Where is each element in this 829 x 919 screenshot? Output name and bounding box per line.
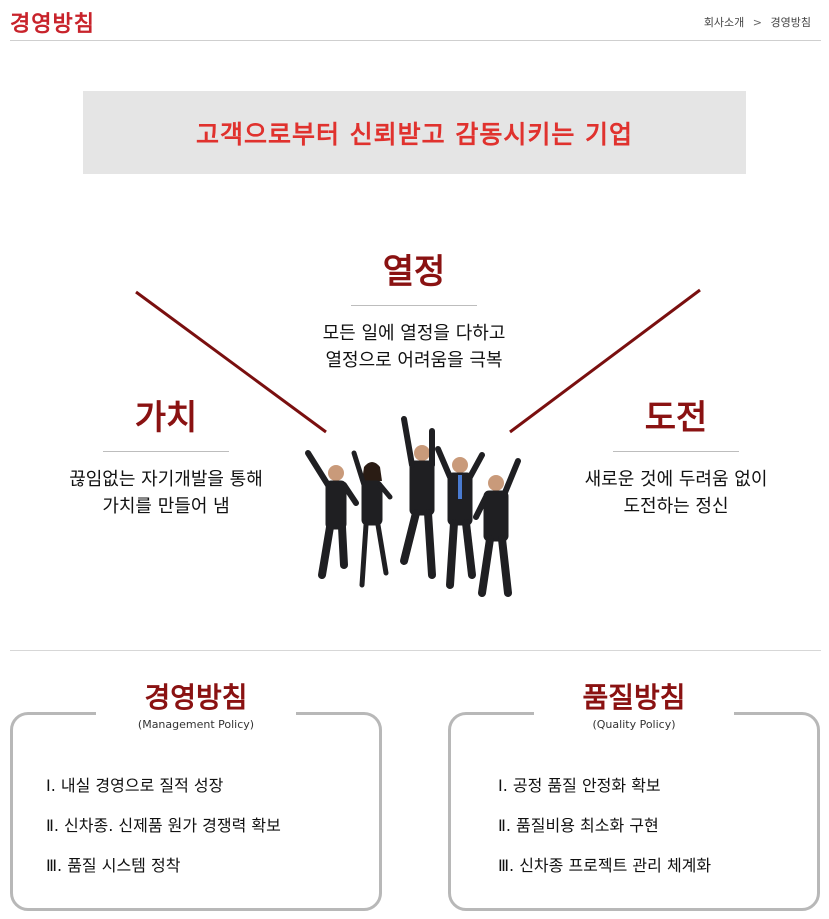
page-title: 경영방침 — [10, 12, 95, 37]
connector-lines — [135, 288, 701, 434]
management-policy-heading: 경영방침 (Management Policy) — [96, 676, 296, 731]
breadcrumb-company[interactable]: 회사소개 — [703, 16, 745, 29]
quality-policy-subtitle: (Quality Policy) — [592, 718, 676, 731]
slogan-text: 고객으로부터 신뢰받고 감동시키는 기업 — [195, 119, 634, 149]
right-connector-line — [509, 288, 701, 434]
list-item: Ⅲ. 신차종 프로젝트 관리 체계화 — [498, 856, 712, 875]
person-figure — [473, 458, 521, 597]
passion-divider — [351, 305, 477, 306]
quality-policy-heading: 품질방침 (Quality Policy) — [534, 676, 734, 731]
management-policy-card: 경영방침 (Management Policy) Ⅰ. 내실 경영으로 질적 성… — [10, 676, 382, 911]
value-challenge: 도전 새로운 것에 두려움 없이 도전하는 정신 — [566, 390, 786, 520]
management-policy-list: Ⅰ. 내실 경영으로 질적 성장 Ⅱ. 신차종. 신제품 원가 경쟁력 확보 Ⅲ… — [46, 772, 281, 892]
breadcrumb-current: 경영방침 — [770, 16, 811, 29]
quality-policy-card: 품질방침 (Quality Policy) Ⅰ. 공정 품질 안정화 확보 Ⅱ.… — [448, 676, 820, 911]
left-connector-line — [135, 290, 327, 434]
value-description: 끊임없는 자기개발을 통해 가치를 만들어 냄 — [56, 466, 276, 520]
management-policy-title: 경영방침 — [144, 681, 248, 714]
person-figure — [435, 446, 485, 589]
passion-desc-line: 열정으로 어려움을 극복 — [325, 350, 503, 371]
quality-policy-list: Ⅰ. 공정 품질 안정화 확보 Ⅱ. 품질비용 최소화 구현 Ⅲ. 신차종 프로… — [498, 772, 711, 892]
value-divider — [103, 451, 229, 452]
passion-description: 모든 일에 열정을 다하고 열정으로 어려움을 극복 — [314, 320, 514, 374]
value-desc-line: 가치를 만들어 냄 — [102, 496, 230, 517]
challenge-title: 도전 — [644, 398, 708, 438]
value-value: 가치 끊임없는 자기개발을 통해 가치를 만들어 냄 — [56, 390, 276, 520]
section-divider — [10, 650, 821, 651]
breadcrumb: 회사소개 > 경영방침 — [704, 14, 811, 30]
breadcrumb-separator: > — [752, 16, 763, 29]
value-passion: 열정 모든 일에 열정을 다하고 열정으로 어려움을 극복 — [314, 244, 514, 374]
value-desc-line: 끊임없는 자기개발을 통해 — [69, 469, 263, 490]
list-item: Ⅰ. 내실 경영으로 질적 성장 — [46, 776, 224, 795]
challenge-description: 새로운 것에 두려움 없이 도전하는 정신 — [566, 466, 786, 520]
value-title: 가치 — [134, 398, 198, 438]
challenge-desc-line: 새로운 것에 두려움 없이 — [584, 469, 768, 490]
management-policy-subtitle: (Management Policy) — [137, 718, 255, 731]
person-figure — [351, 450, 393, 588]
passion-desc-line: 모든 일에 열정을 다하고 — [322, 323, 506, 344]
challenge-divider — [613, 451, 739, 452]
list-item: Ⅱ. 품질비용 최소화 구현 — [498, 816, 659, 835]
list-item: Ⅰ. 공정 품질 안정화 확보 — [498, 776, 661, 795]
quality-policy-title: 품질방침 — [582, 681, 686, 714]
list-item: Ⅱ. 신차종. 신제품 원가 경쟁력 확보 — [46, 816, 281, 835]
quality-policy-box — [448, 712, 820, 911]
jumping-business-people-image — [305, 416, 521, 597]
core-values-diagram: 열정 모든 일에 열정을 다하고 열정으로 어려움을 극복 가치 끊임없는 자기… — [0, 230, 829, 630]
challenge-desc-line: 도전하는 정신 — [623, 496, 729, 517]
page-header: 경영방침 회사소개 > 경영방침 — [10, 0, 821, 41]
person-figure — [400, 416, 436, 579]
person-figure — [305, 450, 359, 579]
slogan-banner: 고객으로부터 신뢰받고 감동시키는 기업 — [83, 91, 746, 174]
passion-title: 열정 — [382, 252, 446, 292]
list-item: Ⅲ. 품질 시스템 정착 — [46, 856, 181, 875]
